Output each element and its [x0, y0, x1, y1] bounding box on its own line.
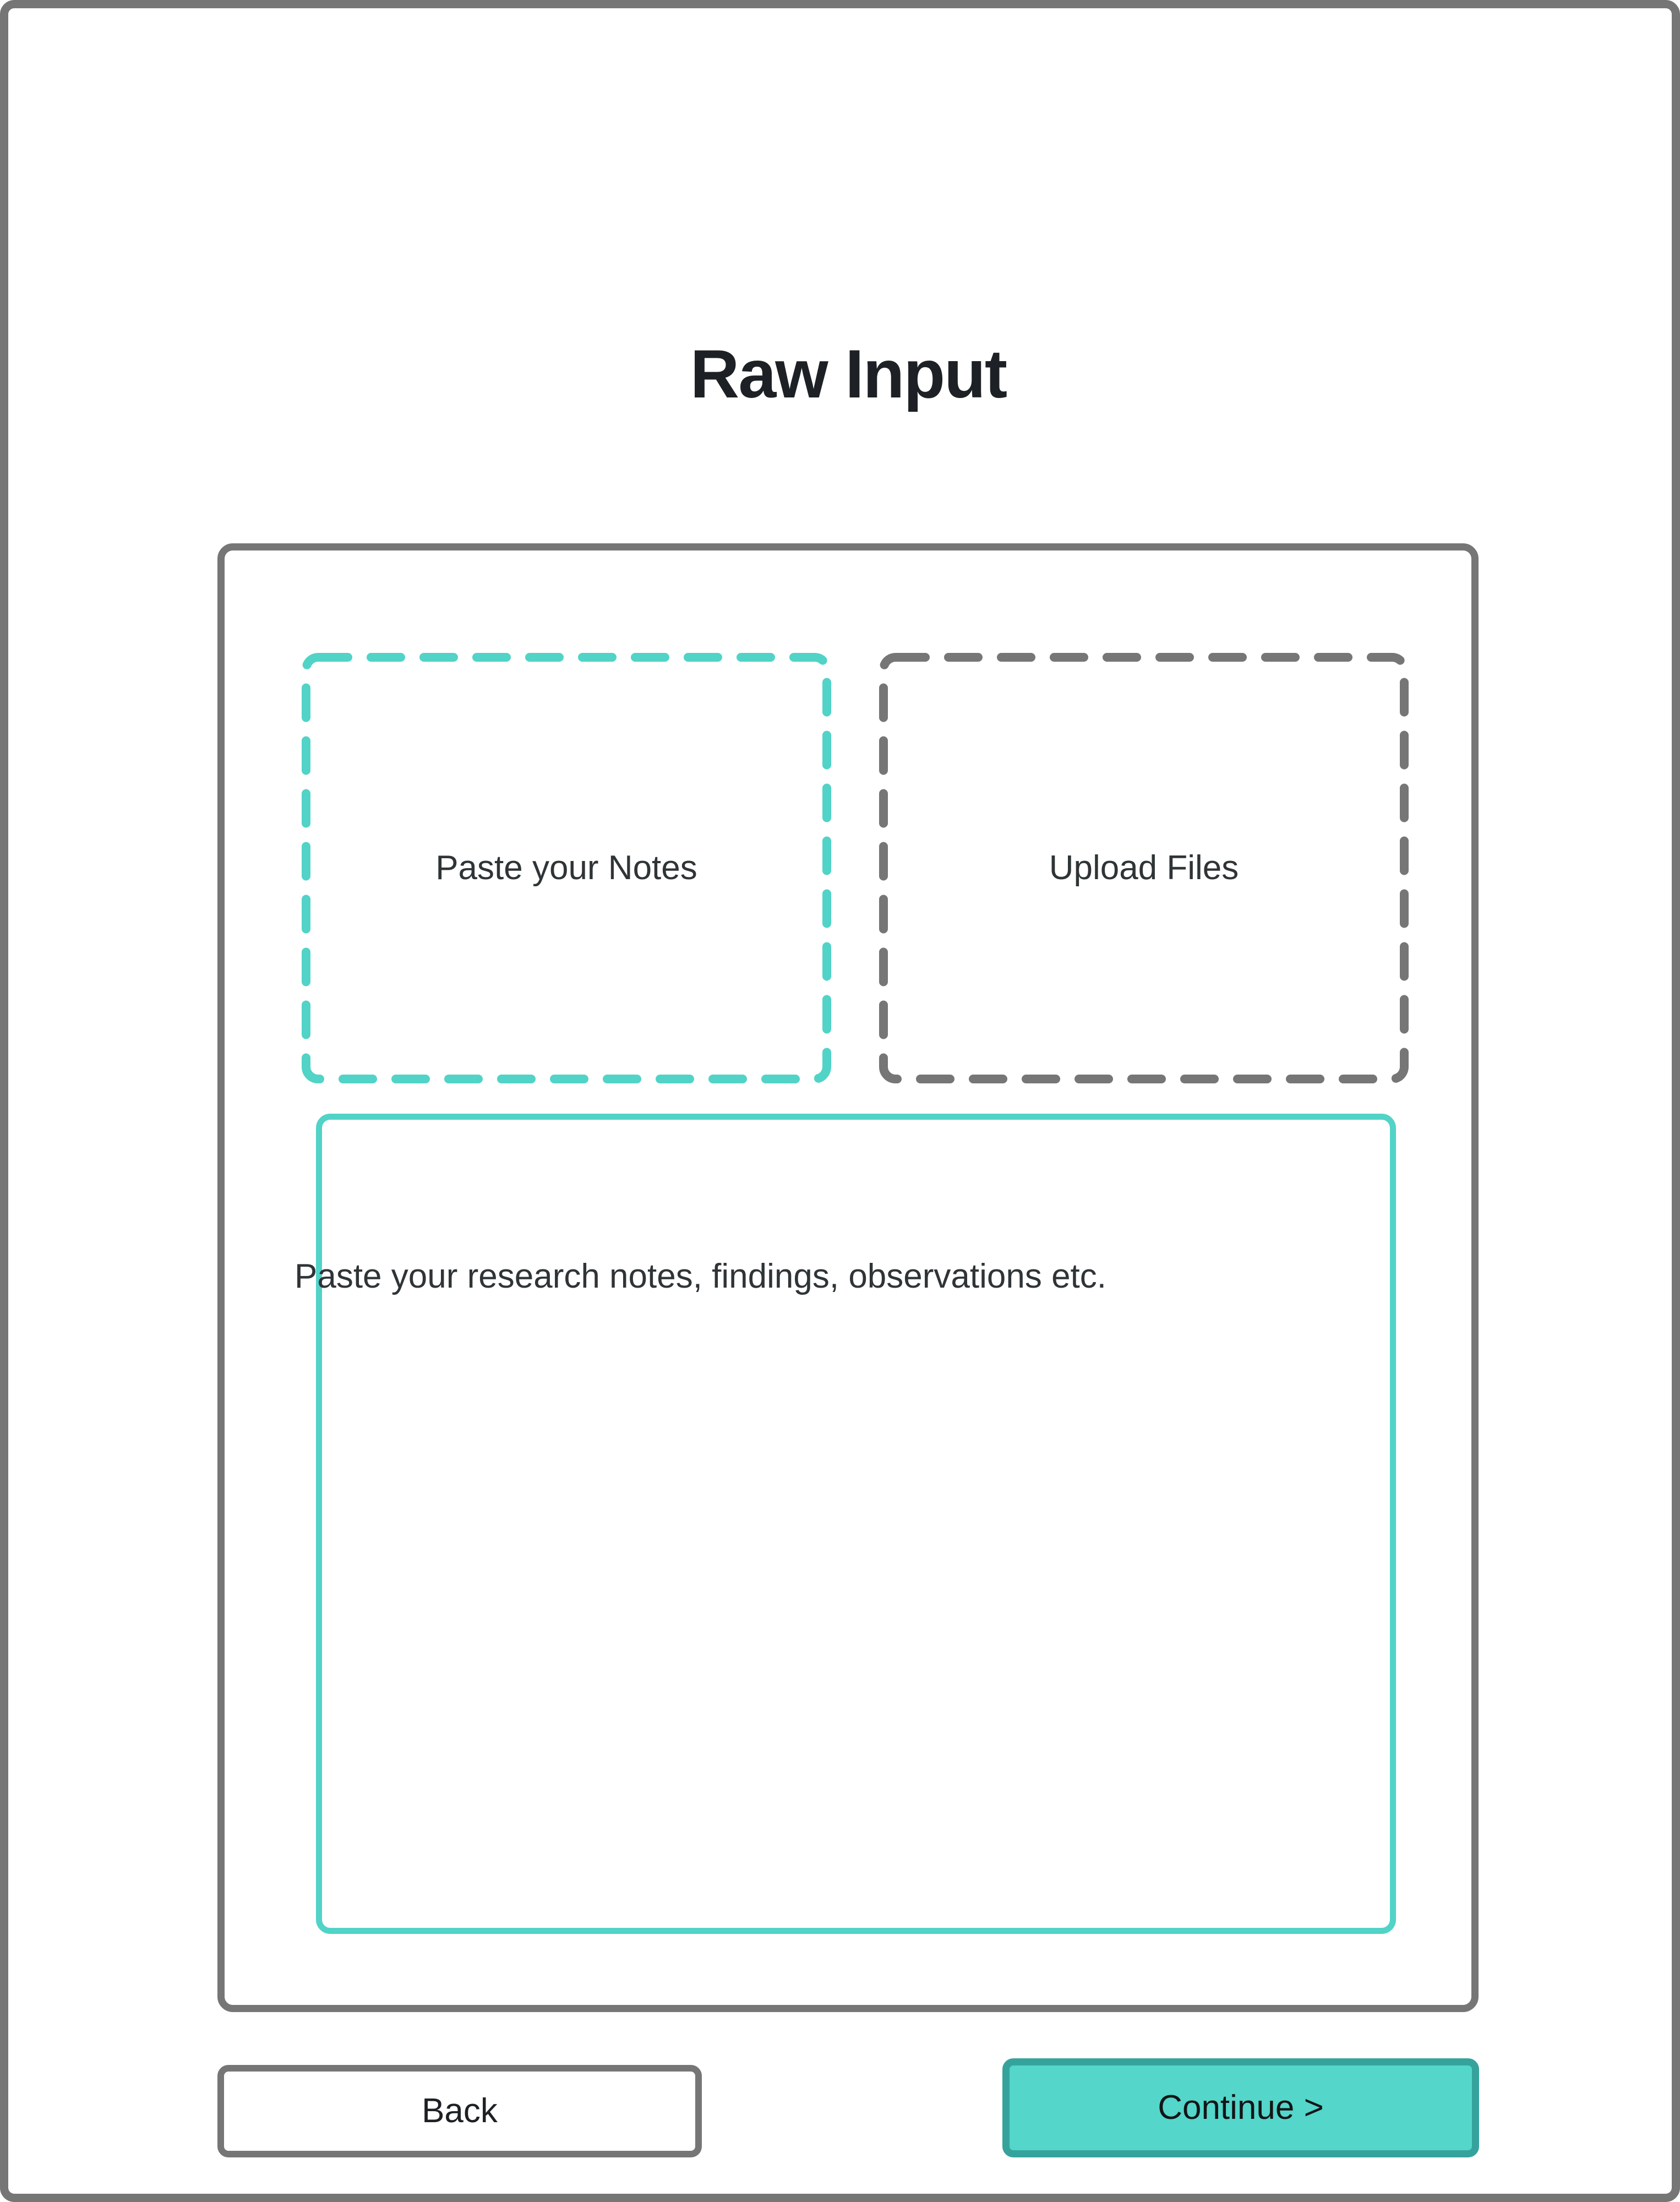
notes-placeholder-text: Paste your research notes, findings, obs…	[294, 1257, 1107, 1295]
back-button[interactable]: Back	[217, 2065, 702, 2157]
page-title: Raw Input	[690, 336, 1007, 413]
tile-paste-notes-label: Paste your Notes	[435, 849, 697, 887]
raw-input-card: Paste your Notes Upload Files Paste your…	[217, 543, 1479, 2012]
continue-button[interactable]: Continue >	[1002, 2058, 1479, 2157]
input-method-tiles: Paste your Notes Upload Files	[302, 653, 1409, 1083]
tile-paste-notes[interactable]: Paste your Notes	[302, 653, 831, 1083]
tile-upload-files[interactable]: Upload Files	[879, 653, 1409, 1083]
notes-textarea[interactable]: Paste your research notes, findings, obs…	[294, 1114, 1396, 1934]
tile-upload-files-label: Upload Files	[1049, 849, 1239, 887]
